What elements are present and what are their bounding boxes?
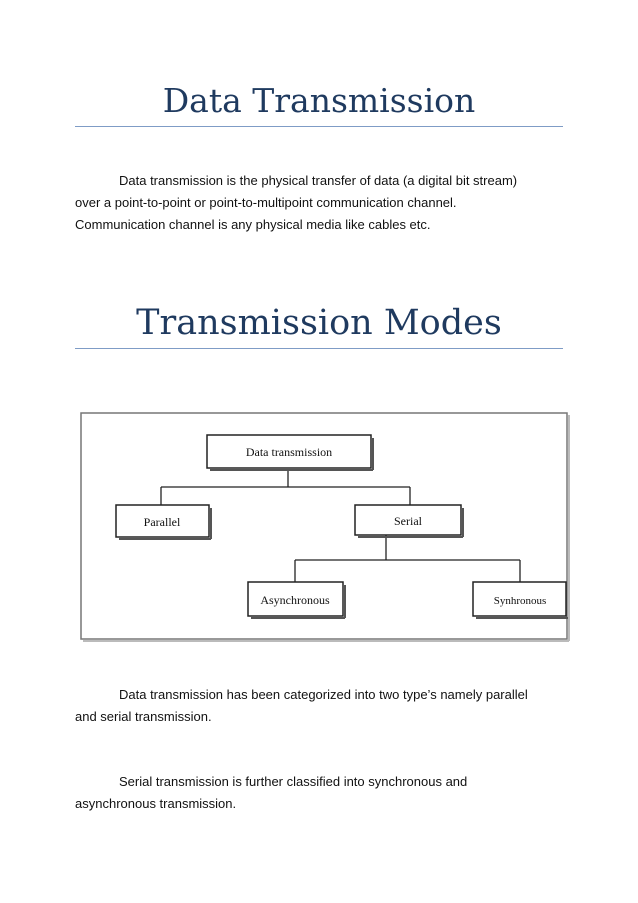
heading-underline (75, 126, 563, 127)
node-label-parallel: Parallel (144, 515, 181, 529)
diagram-connectors (160, 469, 521, 582)
heading-data-transmission: Data Transmission (162, 81, 476, 120)
node-asynchronous: Asynchronous (247, 581, 346, 619)
intro-paragraph: Data transmission is the physical transf… (75, 170, 565, 236)
categorization-line-2: and serial transmission. (75, 709, 212, 724)
serial-classification-line-1: Serial transmission is further classifie… (119, 774, 468, 789)
node-label-asynchronous: Asynchronous (260, 593, 330, 607)
heading-underline (75, 348, 563, 349)
node-serial: Serial (354, 504, 464, 538)
node-label-serial: Serial (394, 514, 423, 528)
intro-line-3: Communication channel is any physical me… (75, 217, 431, 232)
node-data-transmission: Data transmission (206, 434, 374, 471)
categorization-paragraph: Data transmission has been categorized i… (75, 684, 565, 728)
transmission-modes-diagram: Data transmission Parallel Serial Asynch… (80, 412, 570, 642)
serial-classification-line-2: asynchronous transmission. (75, 796, 237, 811)
node-label-root: Data transmission (246, 445, 332, 459)
node-synchronous: Synhronous (472, 581, 568, 619)
diagram-svg: Data transmission Parallel Serial Asynch… (80, 412, 570, 642)
serial-classification-paragraph: Serial transmission is further classifie… (75, 771, 565, 815)
node-label-synchronous: Synhronous (494, 595, 547, 607)
node-parallel: Parallel (115, 504, 212, 540)
intro-line-2: over a point-to-point or point-to-multip… (75, 195, 457, 210)
categorization-line-1: Data transmission has been categorized i… (119, 687, 528, 702)
intro-line-1: Data transmission is the physical transf… (119, 173, 518, 188)
heading-transmission-modes: Transmission Modes (136, 303, 502, 343)
